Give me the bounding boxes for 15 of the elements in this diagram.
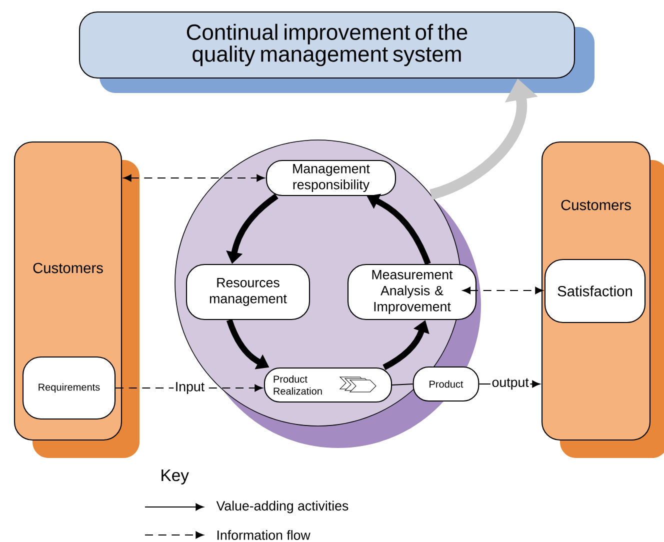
satisfaction-box: Satisfaction — [544, 258, 646, 324]
arrow — [462, 286, 544, 294]
process-box: Measurement Analysis & Improvement — [347, 264, 477, 320]
product-box: Product — [412, 366, 480, 402]
process-box: Resources management — [186, 264, 310, 320]
edge-label: output — [490, 376, 530, 392]
arrow — [116, 384, 263, 392]
requirements-box: Requirements — [22, 356, 116, 420]
title-box: Continual improvement of the quality management system — [78, 11, 576, 79]
legend-text: Value-adding activities — [216, 500, 348, 514]
edge-label: Input — [174, 380, 206, 396]
legend-text: Information flow — [218, 530, 310, 540]
arrow — [123, 174, 265, 182]
process-box: Management responsibility — [266, 160, 396, 196]
legend-heading: Key — [162, 470, 189, 484]
